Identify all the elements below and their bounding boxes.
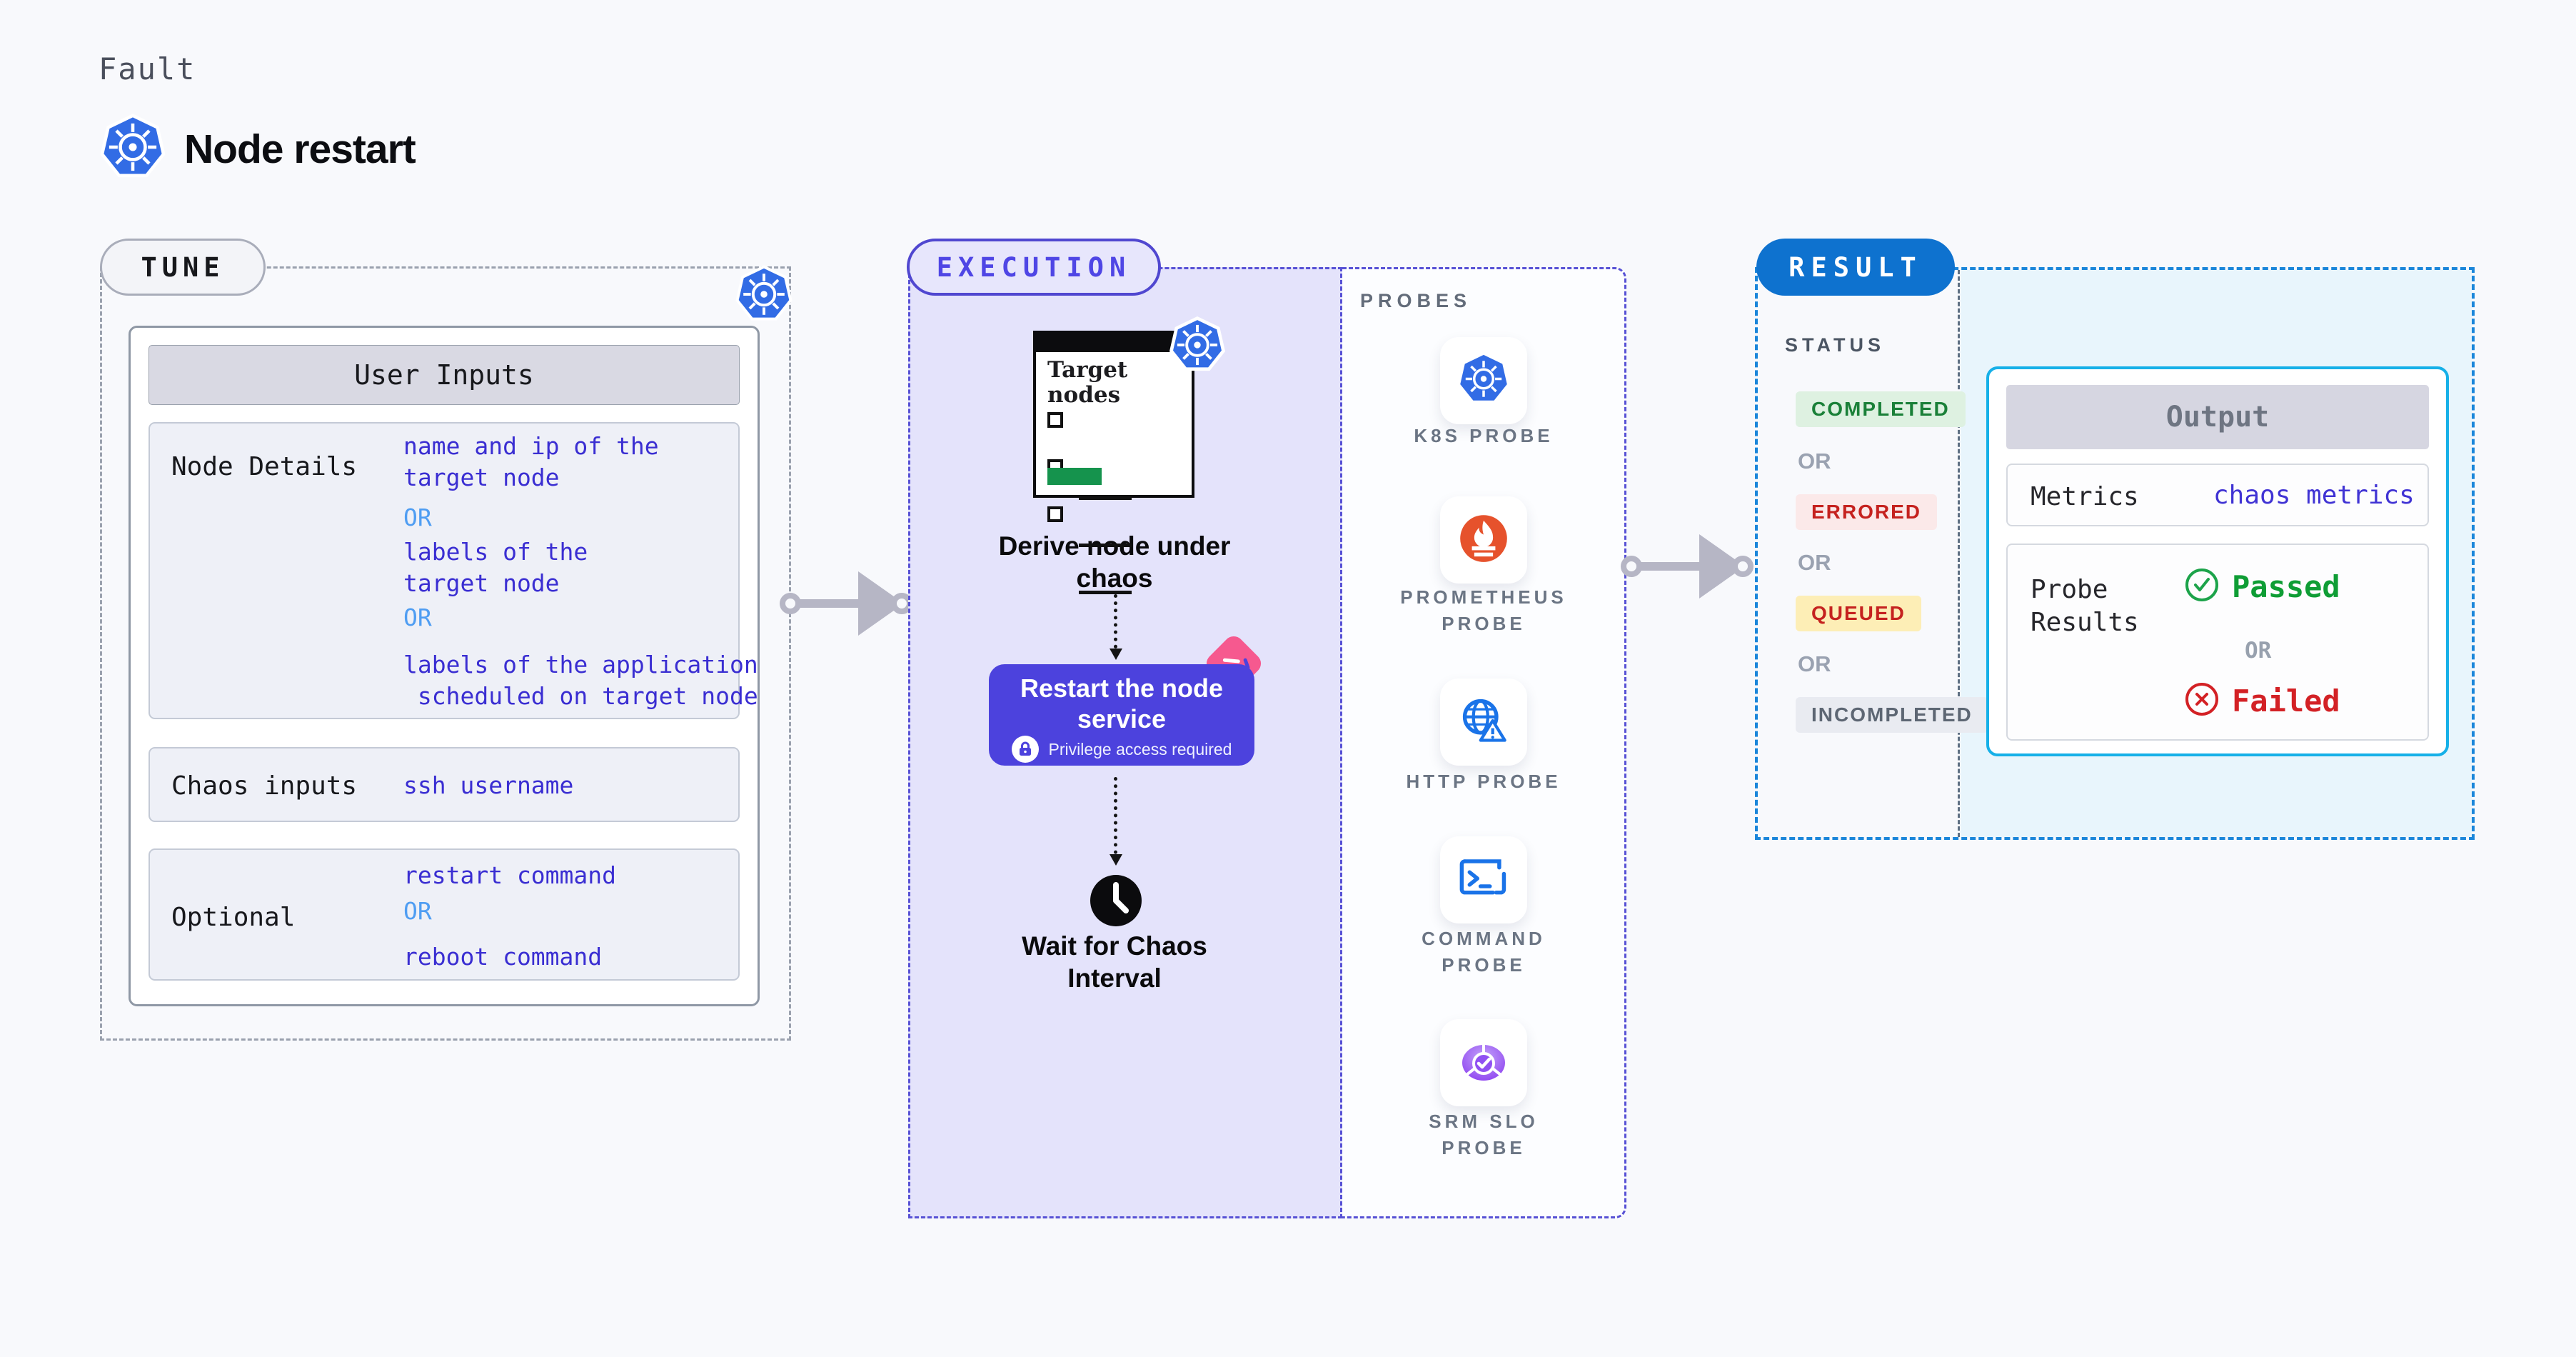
command-probe-card	[1440, 836, 1527, 923]
x-circle-icon	[2185, 682, 2219, 719]
row-label: Optional	[171, 903, 296, 932]
arrow-shaft	[1639, 562, 1704, 571]
user-inputs-header: User Inputs	[149, 345, 740, 405]
passed-label: Passed	[2232, 569, 2340, 604]
output-header: Output	[2006, 385, 2429, 449]
table-row: Chaos inputs ssh username	[149, 747, 740, 822]
metrics-label: Metrics	[2031, 482, 2139, 511]
srm-slo-icon	[1458, 1038, 1509, 1088]
restart-title: Restart the node service	[1020, 674, 1224, 733]
or-separator: OR	[403, 504, 432, 531]
prometheus-icon	[1459, 514, 1509, 567]
terminal-icon	[1459, 856, 1509, 904]
step-derive-caption: Derive node under chaos	[998, 531, 1231, 593]
row-value: restart command	[403, 861, 617, 889]
kubernetes-icon	[1169, 316, 1226, 378]
list-line	[1079, 544, 1132, 547]
progress-bar	[1047, 468, 1102, 485]
step-wait-caption: Wait for Chaos Interval	[1022, 931, 1207, 993]
flow-arrow	[780, 571, 920, 636]
prometheus-probe-card	[1440, 496, 1527, 584]
tune-section	[100, 266, 791, 1041]
lock-icon	[1011, 736, 1039, 763]
or-separator: OR	[1798, 550, 1831, 575]
connector-dot	[1621, 556, 1642, 577]
row-value: reboot command	[403, 943, 603, 971]
passed-item: Passed	[2185, 568, 2340, 605]
srm-slo-probe-card	[1440, 1019, 1527, 1106]
privilege-note-text: Privilege access required	[1048, 739, 1232, 758]
failed-item: Failed	[2185, 682, 2340, 719]
row-value: name and ip of the	[403, 432, 659, 460]
probe-results-label: Probe Results	[2031, 575, 2139, 637]
checkbox-icon	[1047, 412, 1063, 428]
target-nodes-window: Target nodes	[1033, 331, 1194, 594]
tune-badge: TUNE	[100, 239, 266, 296]
user-inputs-table: User Inputs Node Details name and ip of …	[129, 326, 760, 1006]
kubernetes-icon	[100, 113, 166, 185]
status-errored-badge: ERRORED	[1796, 494, 1938, 530]
flow-arrow	[1621, 534, 1761, 599]
table-row: Node Details name and ip of the target n…	[149, 422, 758, 719]
http-probe-card	[1440, 678, 1527, 766]
metrics-row: Metrics chaos metrics	[2006, 464, 2429, 526]
row-value: scheduled on target node	[403, 682, 758, 710]
k8s-icon	[1459, 353, 1509, 409]
result-badge: RESULT	[1756, 239, 1955, 296]
fault-kicker: Fault	[99, 51, 196, 86]
privilege-note: Privilege access required	[989, 736, 1254, 763]
row-label: Node Details	[171, 452, 358, 481]
row-label: Chaos inputs	[171, 771, 358, 801]
list-line	[1079, 496, 1132, 500]
k8s-probe-card	[1440, 337, 1527, 424]
list-line	[1079, 591, 1132, 594]
or-separator: OR	[403, 897, 432, 925]
row-value: labels of the	[403, 538, 588, 566]
failed-label: Failed	[2232, 683, 2340, 718]
check-circle-icon	[2185, 568, 2219, 605]
output-card: Output Metrics chaos metrics Probe Resul…	[1986, 366, 2449, 756]
or-separator: OR	[403, 604, 432, 631]
window-titlebar	[1036, 334, 1192, 352]
probes-heading: PROBES	[1360, 290, 1472, 311]
probe-results-row: Probe Results Passed OR	[2006, 544, 2429, 741]
row-value: target node	[403, 464, 560, 491]
flow-down-arrow	[1110, 594, 1122, 660]
flow-down-arrow	[1110, 777, 1122, 866]
status-queued-badge: QUEUED	[1796, 596, 1921, 631]
probe-label: K8S PROBE	[1414, 425, 1554, 446]
or-separator: OR	[1798, 651, 1831, 676]
or-separator: OR	[1798, 449, 1831, 474]
restart-node-service-box: Restart the node service Privilege acces…	[989, 664, 1254, 766]
http-globe-icon	[1458, 696, 1509, 749]
table-row: Optional restart command OR reboot comma…	[149, 848, 740, 981]
window-title: Target nodes	[1047, 357, 1128, 408]
probe-label: HTTP PROBE	[1406, 771, 1561, 792]
status-heading: STATUS	[1785, 334, 1885, 356]
row-value: target node	[403, 569, 560, 597]
result-section	[1755, 267, 2475, 840]
row-value: labels of the application	[403, 651, 758, 678]
title-row: Node restart	[100, 113, 416, 185]
connector-dot	[1732, 556, 1754, 577]
arrow-shaft	[798, 599, 862, 608]
checkbox-icon	[1047, 506, 1063, 522]
kubernetes-icon	[735, 264, 793, 328]
clock-icon	[1090, 874, 1142, 931]
status-incompleted-badge: INCOMPLETED	[1796, 697, 1988, 733]
status-completed-badge: COMPLETED	[1796, 391, 1966, 427]
page-title: Node restart	[184, 126, 416, 172]
metrics-value: chaos metrics	[2213, 481, 2415, 510]
execution-badge: EXECUTION	[907, 239, 1161, 296]
result-divider	[1958, 270, 1960, 837]
row-value: ssh username	[403, 771, 574, 799]
or-separator: OR	[2245, 638, 2272, 664]
